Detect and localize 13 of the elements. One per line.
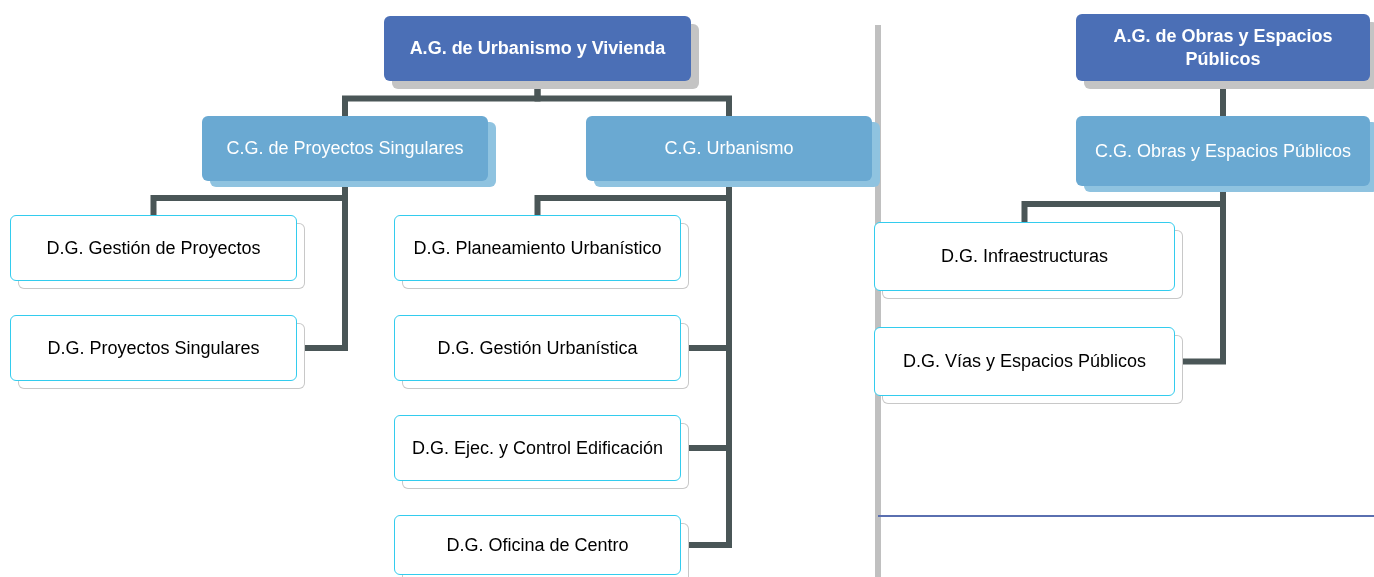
box-label: A.G. de Obras y Espacios Públicos bbox=[1112, 25, 1334, 70]
box-label: D.G. Gestión Urbanística bbox=[437, 336, 638, 360]
box-label: C.G. Obras y Espacios Públicos bbox=[1094, 139, 1352, 163]
box-label: D.G. Proyectos Singulares bbox=[47, 336, 260, 360]
box-label: C.G. Urbanismo bbox=[664, 137, 794, 160]
box-label: D.G. Gestión de Proyectos bbox=[46, 236, 261, 260]
box-label: D.G. Ejec. y Control Edificación bbox=[411, 436, 664, 460]
box-label: D.G. Planeamiento Urbanístico bbox=[413, 236, 662, 260]
box-label: D.G. Infraestructuras bbox=[940, 245, 1109, 268]
box-label: D.G. Vías y Espacios Públicos bbox=[902, 350, 1147, 373]
box-label: D.G. Oficina de Centro bbox=[446, 533, 629, 557]
box-label: C.G. de Proyectos Singulares bbox=[226, 137, 464, 160]
box-label: A.G. de Urbanismo y Vivienda bbox=[409, 37, 666, 60]
